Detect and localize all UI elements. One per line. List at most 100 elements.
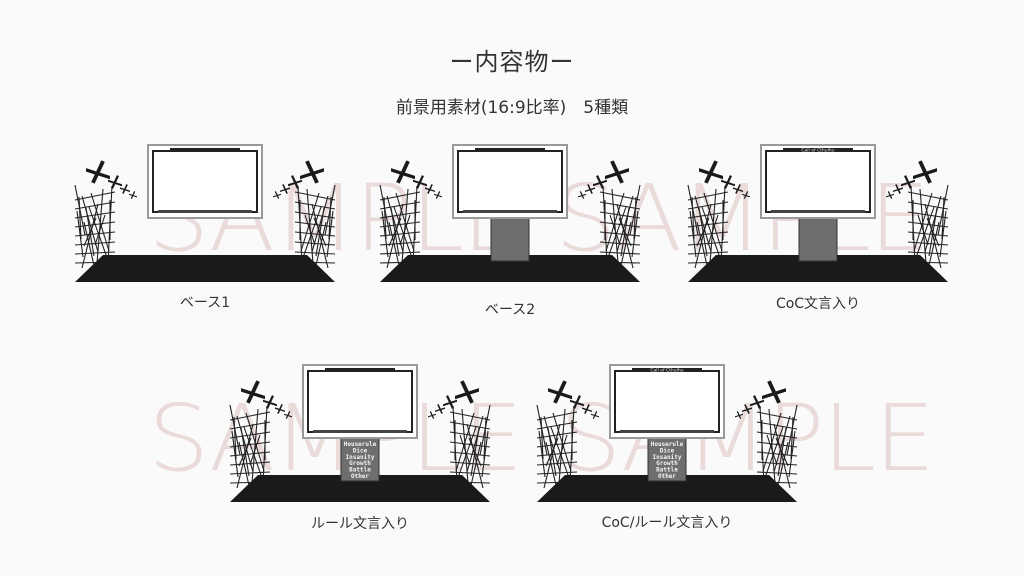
net-strand <box>383 196 387 240</box>
net-strand <box>907 221 949 228</box>
net-strand <box>74 231 116 237</box>
left-cross-decoration <box>699 160 750 199</box>
frame-bottom-bar <box>771 210 865 213</box>
net-strand <box>907 231 949 237</box>
net-strand <box>96 188 104 264</box>
net-strand <box>687 231 729 237</box>
net-strand <box>720 185 726 263</box>
net-strand <box>304 214 316 246</box>
rule-panel-text: Other <box>351 473 369 480</box>
net-strand <box>229 411 271 421</box>
net-strand <box>536 441 578 448</box>
stage-floor <box>537 475 797 502</box>
cross-icon <box>277 404 283 414</box>
net-strand <box>536 451 578 457</box>
screen-frame-inner <box>614 370 720 433</box>
net-strand <box>558 408 566 484</box>
net-strand <box>756 451 798 457</box>
net-strand <box>599 231 641 237</box>
variant-label: ベース1 <box>179 295 231 311</box>
net-strand <box>907 201 949 210</box>
screen-frame-inner <box>307 370 413 433</box>
cross-icon <box>416 175 424 189</box>
net-strand <box>379 221 421 228</box>
cross-icon <box>305 160 319 184</box>
rule-panel-text: Battle <box>349 467 371 474</box>
frame-top-bar <box>783 148 853 152</box>
cross-icon <box>895 184 901 194</box>
net-strand <box>326 210 334 258</box>
net-strand <box>401 188 409 264</box>
cross-icon <box>610 160 624 184</box>
net-strand <box>311 203 329 269</box>
net-strand <box>294 231 336 237</box>
page-title: ー内容物ー <box>449 48 575 76</box>
net-strand <box>536 411 578 421</box>
cross-icon <box>596 175 604 189</box>
net-strand <box>294 191 336 201</box>
net-strand <box>540 416 544 460</box>
net-strand <box>229 431 271 439</box>
stage-variant-3: Call of Cthulhu <box>683 140 953 290</box>
variant-label: ベース2 <box>484 302 536 318</box>
net-strand <box>294 201 336 210</box>
left-net-decoration <box>74 184 116 275</box>
stage-floor <box>688 255 948 282</box>
stage-floor <box>230 475 490 502</box>
net-strand <box>81 203 99 269</box>
left-net-decoration <box>536 404 578 495</box>
net-strand <box>395 192 415 252</box>
frame-bottom-bar <box>158 210 252 213</box>
net-strand <box>381 210 389 258</box>
net-strand <box>756 411 798 421</box>
net-strand <box>461 408 469 484</box>
variant-label: CoC文言入り <box>775 296 861 312</box>
net-strand <box>691 196 695 240</box>
net-strand <box>536 431 578 439</box>
net-strand <box>790 416 794 460</box>
right-net-decoration <box>599 184 641 275</box>
net-strand <box>294 211 336 219</box>
net-strand <box>756 421 798 430</box>
right-net-decoration <box>294 184 336 275</box>
frame-top-bar <box>632 368 702 372</box>
frame-top-bar <box>170 148 240 152</box>
net-strand <box>294 251 336 255</box>
net-strand <box>599 251 641 255</box>
net-strand <box>399 214 411 246</box>
net-strand <box>766 434 778 466</box>
frame-title-text: Call of Cthulhu <box>801 148 834 154</box>
net-strand <box>543 423 561 489</box>
cross-icon <box>744 404 750 414</box>
cross-icon <box>904 175 912 189</box>
cross-icon <box>736 411 742 419</box>
net-strand <box>229 471 271 475</box>
stage-variant-2 <box>375 140 645 290</box>
rule-panel-text: Insanity <box>653 454 682 461</box>
cross-icon <box>427 184 433 194</box>
net-strand <box>687 251 729 255</box>
net-strand <box>74 221 116 228</box>
net-strand <box>759 405 765 483</box>
cross-icon <box>579 191 585 199</box>
net-strand <box>379 241 421 246</box>
right-net-decoration <box>756 404 798 495</box>
net-strand <box>599 201 641 210</box>
net-strand <box>788 430 796 478</box>
cross-icon <box>446 395 454 409</box>
net-strand <box>768 408 776 484</box>
cross-icon <box>246 380 260 404</box>
net-strand <box>459 434 471 466</box>
net-strand <box>78 196 82 240</box>
net-strand <box>609 214 621 246</box>
net-strand <box>907 211 949 219</box>
cross-icon <box>282 184 288 194</box>
right-cross-decoration <box>735 380 786 419</box>
net-strand <box>74 211 116 219</box>
net-strand <box>599 241 641 246</box>
cross-icon <box>429 411 435 419</box>
net-strand <box>762 412 782 472</box>
net-strand <box>694 203 712 269</box>
